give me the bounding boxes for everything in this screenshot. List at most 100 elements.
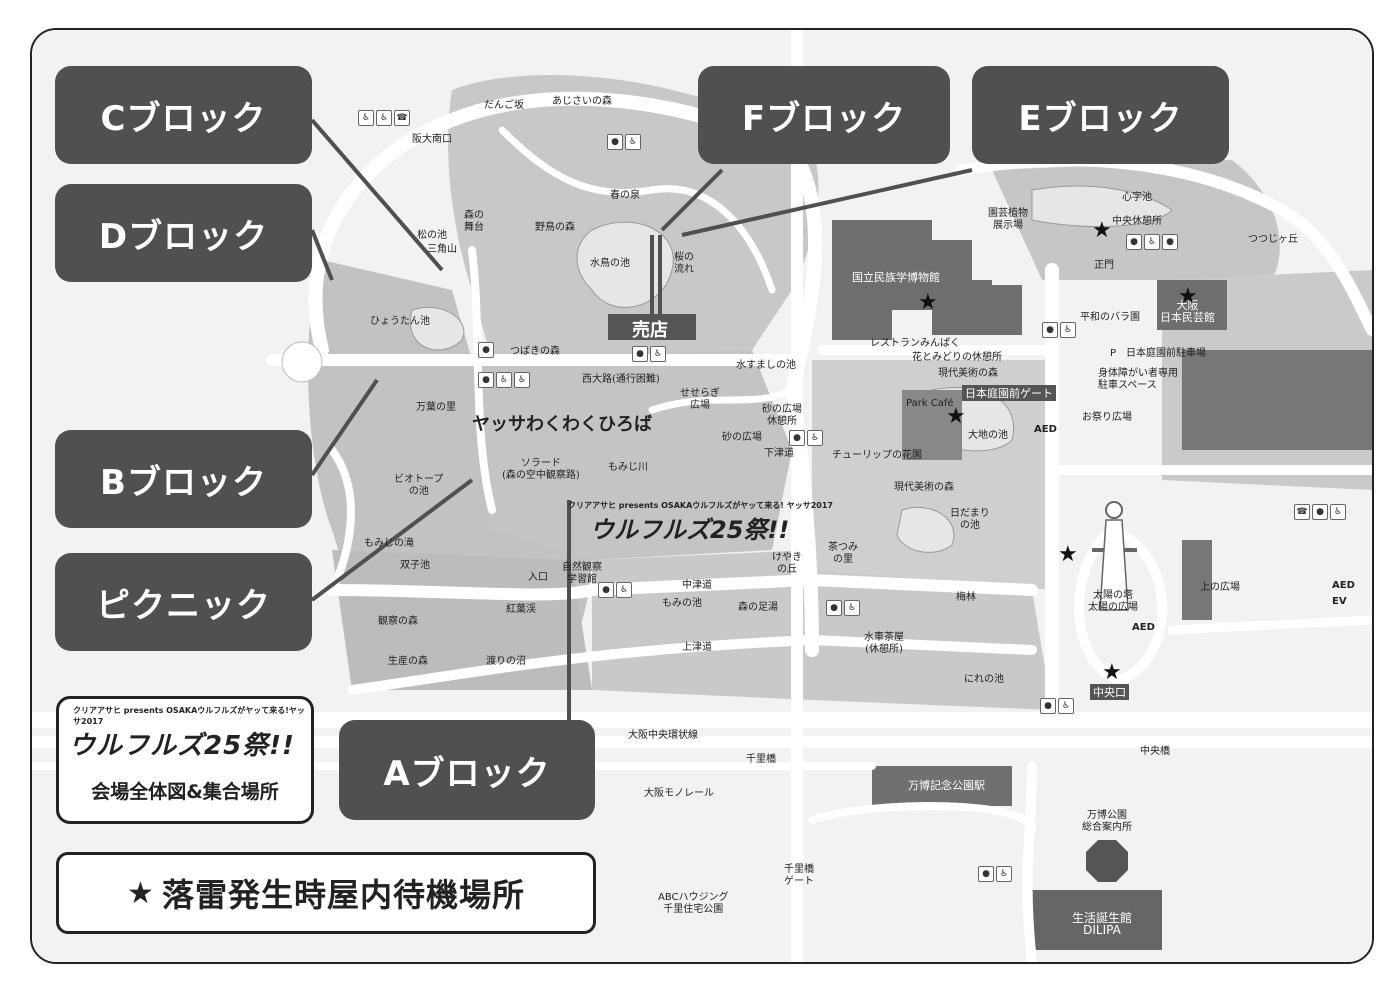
building-park-cafe (902, 390, 962, 460)
road-chuo-circle (1074, 525, 1168, 685)
road-east-lateral-2 (1167, 615, 1372, 635)
label-ue-no-hiroba: 上の広場 (1200, 582, 1240, 593)
building-info-octagon (1086, 840, 1128, 882)
shelter-star-minpaku: ★ (918, 290, 938, 315)
label-chuo-kyukeisho: 中央休憩所 (1112, 216, 1162, 227)
facility-icons-east: ☎ ● ♿ (1294, 504, 1346, 520)
star-icon: ★ (127, 875, 154, 911)
poster-title: ウルフルズ25祭!! (69, 731, 295, 761)
center-logo-top: クリアアサヒ presents OSAKAウルフルズがヤッて来る! ヤッサ201… (568, 501, 833, 510)
label-nihon-teien-gate: 日本庭園前ゲート (962, 385, 1056, 401)
toilet-icon: ● (478, 372, 494, 388)
label-gendai-bijutsu-2: 現代美術の森 (894, 482, 954, 493)
road-inner-2 (498, 126, 776, 294)
wheelchair-icon: ♿ (1060, 322, 1076, 338)
label-seimon: 正門 (1094, 260, 1114, 271)
label-koyo-kei: 紅葉渓 (506, 604, 536, 615)
leader-b (310, 378, 379, 477)
road-sw-curve (328, 446, 355, 594)
block-picnic-label: ピクニック (55, 553, 312, 651)
label-aed-2: AED (1132, 622, 1155, 633)
label-omatsuri-hiroba: お祭り広場 (1082, 412, 1132, 423)
toilet-icon: ♿ (358, 110, 374, 126)
poster-title-box: クリアアサヒ presents OSAKAウルフルズがヤッて来る!ヤッサ2017… (56, 696, 314, 824)
label-yassa-hiroba: ヤッサわくわくひろば (472, 414, 652, 435)
wheelchair-icon: ♿ (844, 600, 860, 616)
label-taiyo-no-to: 太陽の塔 太陽の広場 (1088, 590, 1138, 613)
leader-f (660, 168, 724, 232)
label-minpaku: 国立民族学博物館 (852, 271, 940, 284)
road-inner-3 (648, 386, 796, 414)
facility-icons-north: ● ♿ (607, 134, 641, 150)
label-sakura-no-nagare: 桜の 流れ (674, 252, 694, 275)
facility-icons-shizen: ● ♿ (598, 582, 632, 598)
road-south-loop (808, 802, 1036, 834)
facility-icons-chuo-guchi: ● ♿ (1040, 698, 1074, 714)
label-watari-no-numa: 渡りの沼 (486, 656, 526, 667)
leader-picnic (310, 478, 474, 602)
label-suna-kyukeisho: 砂の広場 休憩所 (762, 404, 802, 427)
wheelchair-icon: ♿ (807, 430, 823, 446)
label-banpaku-station: 万博記念公園駅 (908, 779, 985, 792)
block-c-label: Cブロック (55, 66, 312, 164)
toilet-icon: ● (607, 134, 623, 150)
label-mizusumashi: 水すましの池 (736, 360, 796, 371)
leader-c (310, 118, 444, 272)
label-ajisai-no-mori: あじさいの森 (552, 96, 612, 107)
label-nireno-ike: にれの池 (964, 674, 1004, 685)
label-baiten: 売店 (632, 320, 668, 341)
label-biotope: ビオトープ の池 (394, 474, 444, 497)
wheelchair-icon: ♿ (376, 110, 392, 126)
sun-tower-body (1099, 519, 1129, 611)
wheelchair-icon-2: ♿ (514, 372, 530, 388)
pond-hyoutan (409, 306, 465, 351)
label-nishi-oji: 西大路(通行困難) (582, 374, 660, 385)
label-osaka-mingei: 大阪 日本民芸館 (1160, 299, 1215, 324)
label-suna-no-hiroba: 砂の広場 (722, 432, 762, 443)
label-shimotsu-michi: 下津道 (764, 448, 794, 459)
label-futago-ike: 双子池 (400, 560, 430, 571)
label-seseragi: せせらぎ 広場 (680, 388, 720, 411)
label-nihon-teien-parking: 日本庭園前駐車場 (1126, 348, 1206, 359)
toilet-icon: ● (1040, 698, 1056, 714)
label-suisha-chaya: 水車茶屋 (休憩所) (864, 632, 904, 655)
facility-icons-south: ● ♿ (978, 866, 1012, 882)
label-osaka-chuo-kanjo: 大阪中央環状線 (628, 730, 698, 741)
wheelchair-icon: ♿ (1144, 234, 1160, 250)
label-p: P (1110, 348, 1117, 359)
toilet-icon: ● (789, 430, 805, 446)
building-parking-east (1182, 350, 1372, 450)
label-osaka-monorail: 大阪モノレール (644, 788, 714, 799)
label-tulip: チューリップの花園 (832, 450, 922, 461)
building-mingei (1157, 280, 1227, 330)
wheelchair-icon: ♿ (1330, 504, 1346, 520)
label-momi-no-ike: もみの池 (662, 598, 702, 609)
wheelchair-icon: ♿ (996, 866, 1012, 882)
label-restaurant: レストランみんぱく (870, 338, 960, 349)
building-baiten (608, 314, 696, 340)
facility-icons-tsubaki: ● (478, 342, 494, 358)
label-matsu-no-ike: 松の池 (417, 230, 447, 241)
label-bairin: 梅林 (956, 592, 976, 603)
facility-icons-heiwa: ● ♿ (1042, 322, 1076, 338)
shelter-star-chuo-kyukeisho: ★ (1092, 218, 1112, 243)
label-momiji-gawa: もみじ川 (608, 462, 648, 473)
label-momiji-no-taki: もみじの滝 (364, 538, 414, 549)
pond-kokoro (1031, 185, 1173, 228)
road-nakatsu (326, 574, 1038, 601)
toilet-icon: ● (978, 866, 994, 882)
label-hidamari: 日だまり の池 (950, 508, 990, 531)
label-aed-1: AED (1034, 424, 1057, 435)
label-banpaku-info: 万博公園 総合案内所 (1082, 810, 1132, 833)
label-chuo-guchi: 中央口 (1090, 684, 1129, 700)
road-kamitsu (347, 635, 1037, 695)
block-b-label: Bブロック (55, 430, 312, 528)
label-chatsumi: 茶つみ の里 (828, 542, 858, 565)
label-chuo-bashi: 中央橋 (1140, 746, 1170, 757)
facility-icons-baidai: ♿ ♿ ☎ (358, 110, 410, 126)
label-suicho-no-ike: 水鳥の池 (590, 258, 630, 269)
facility-icons-west-axis: ● ♿ ♿ (478, 372, 530, 388)
label-heiwa-bara: 平和のバラ園 (1080, 312, 1140, 323)
legend-box: ★ 落雷発生時屋内待機場所 (56, 852, 596, 934)
pond-suicho (576, 221, 674, 308)
